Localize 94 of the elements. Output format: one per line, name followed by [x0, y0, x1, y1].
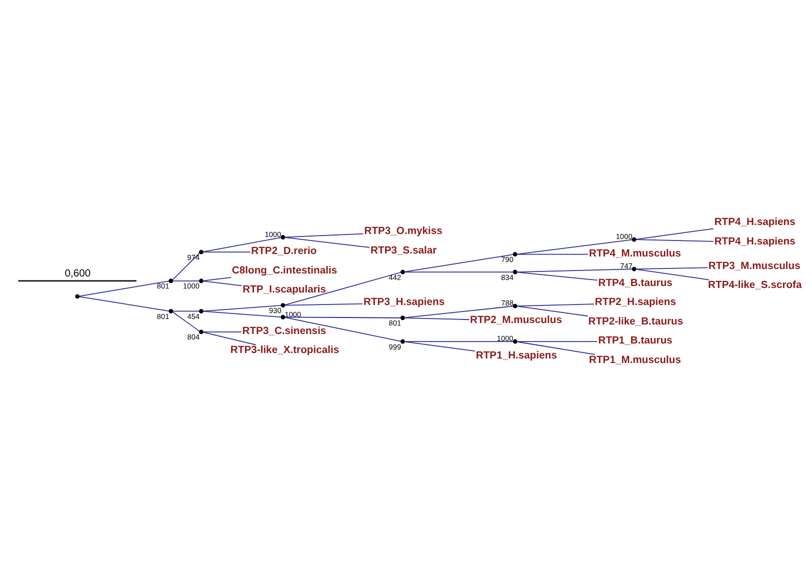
node-label: 801	[156, 282, 170, 291]
connector	[284, 237, 370, 248]
connector	[202, 237, 282, 252]
connector	[78, 280, 170, 297]
connector	[78, 296, 170, 312]
node-point	[198, 330, 204, 334]
connector	[202, 331, 242, 332]
node-point	[198, 278, 204, 284]
node-text: RTP4-like_S.scrofa	[708, 280, 802, 292]
node-text: RTP2_H.sapiens	[594, 297, 676, 308]
node-label: 801	[156, 312, 170, 321]
node-point	[512, 304, 518, 308]
node-point	[400, 270, 405, 274]
node-point	[198, 309, 204, 314]
node-point	[512, 339, 518, 344]
connector	[636, 228, 714, 240]
connector	[284, 303, 364, 306]
connector	[202, 304, 282, 312]
node-label: 454	[187, 312, 200, 321]
node-point	[280, 235, 286, 240]
connector	[636, 267, 708, 270]
node-point	[400, 316, 405, 320]
node-text: RTP4_H.sapiens	[714, 236, 796, 248]
node-text: RTP1_M.musculus	[589, 354, 681, 366]
connector	[284, 316, 402, 342]
connector	[516, 239, 633, 255]
node-point	[400, 339, 405, 344]
connector	[404, 341, 476, 352]
node-label: 804	[187, 332, 200, 342]
connector	[516, 306, 588, 316]
node-point	[280, 303, 286, 308]
node-text: RTP3_H.sapiens	[364, 297, 445, 308]
connector	[172, 280, 200, 282]
node-point	[512, 270, 518, 274]
node-text: RTP2_D.rerio	[251, 246, 317, 258]
connector	[516, 304, 594, 306]
node-text: RTP_I.scapularis	[242, 284, 326, 296]
node-text: RTP3_O.mykiss	[364, 226, 442, 238]
node-point	[168, 309, 174, 314]
node-label: 790	[501, 255, 514, 264]
node-label: 788	[501, 298, 514, 308]
connector	[284, 233, 364, 238]
node-label: 930	[268, 306, 282, 316]
node-label: 1000	[284, 310, 302, 319]
node-point	[512, 252, 518, 257]
connector	[284, 272, 402, 306]
node-point	[75, 294, 80, 299]
node-label: 1000	[616, 232, 632, 242]
connector	[404, 306, 514, 318]
node-text: RTP4_H.sapiens	[714, 217, 796, 228]
node-text: RTP3_C.sinensis	[242, 326, 326, 337]
connector	[284, 316, 402, 318]
connector	[172, 252, 200, 280]
node-text: RTP3_S.salar	[370, 245, 437, 256]
node-text: RTP2-like_B.taurus	[588, 316, 684, 328]
node-text: RTP4_B.taurus	[598, 278, 672, 289]
connector	[404, 317, 470, 320]
connector	[172, 310, 200, 312]
connector	[202, 276, 232, 282]
label: 0,600	[64, 268, 91, 280]
connector	[636, 268, 710, 280]
connector	[202, 280, 242, 286]
node-text: RTP1_B.taurus	[598, 336, 672, 347]
node-text: RTP3_M.musculus	[708, 260, 800, 272]
node-label: 999	[388, 342, 402, 352]
node-point	[632, 266, 636, 272]
node-label: 834	[501, 272, 514, 282]
node-label: 442	[388, 272, 402, 282]
connector	[404, 341, 514, 342]
connector	[516, 341, 598, 342]
connector	[202, 252, 251, 253]
connector	[172, 312, 200, 332]
connector	[404, 254, 514, 272]
node-text: RTP2_M.musculus	[470, 314, 562, 326]
node-point	[198, 250, 204, 254]
node-point	[168, 278, 174, 284]
node-label: 747	[620, 262, 632, 271]
node-text: C8long_C.intestinalis	[232, 265, 338, 276]
connector	[516, 254, 589, 255]
node-label: 801	[388, 318, 402, 328]
node-point	[632, 237, 636, 242]
node-point	[280, 314, 286, 320]
connector	[202, 332, 256, 346]
node-label: 1000	[264, 230, 282, 239]
connector	[516, 272, 598, 281]
node-text: RTP3-like_X.tropicalis	[230, 345, 340, 356]
node-label: 1000	[496, 334, 514, 344]
connector	[516, 341, 596, 355]
connector	[636, 239, 714, 242]
node-text: RTP1_H.sapiens	[476, 350, 557, 362]
connector	[516, 268, 633, 272]
node-text: RTP4_M.musculus	[589, 248, 681, 260]
connector	[202, 310, 282, 318]
node-label: 1000	[183, 282, 200, 291]
